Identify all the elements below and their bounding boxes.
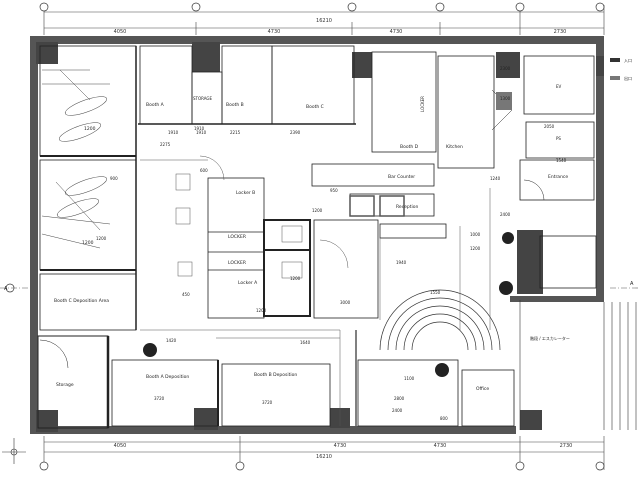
room-entrance: Entrance: [548, 174, 568, 180]
dim-1240: 1240: [490, 176, 501, 181]
interior-lines: [140, 155, 491, 426]
bottom-dim-middle-b: 4730: [434, 443, 447, 449]
legend-2: 出口: [624, 75, 632, 81]
dim-1300: 1300: [500, 96, 511, 101]
dim-1200-f: 1200: [312, 208, 323, 213]
bottom-dim-overall: 16210: [316, 454, 332, 460]
dim-2050: 2050: [544, 124, 555, 129]
right-rooms: [491, 55, 597, 289]
bar-counter: [311, 163, 447, 239]
room-booth-d: Booth D: [400, 144, 419, 150]
dim-1200-b: 1200: [82, 240, 94, 246]
room-reception: Reception: [396, 204, 419, 210]
dim-1940: 1940: [396, 260, 407, 265]
dim-2800: 2800: [394, 396, 405, 401]
dim-1000: 1000: [470, 232, 481, 237]
dim-1200-c: 1200: [290, 276, 301, 281]
top-dim-middle-b: 4730: [390, 29, 403, 35]
axis-a-left-label: A: [4, 286, 8, 292]
dim-2215: 2215: [230, 130, 241, 135]
dim-3720-a: 3720: [154, 396, 165, 401]
legend-1: 入口: [624, 58, 632, 63]
axis-a-right-label: A: [630, 281, 634, 287]
room-locker-m: LOCKER: [228, 260, 246, 266]
dim-1100: 1100: [404, 376, 415, 381]
dim-3720-b: 3720: [262, 400, 273, 405]
booth-furniture: [41, 69, 111, 249]
dim-2400: 2400: [500, 212, 511, 217]
bottom-dim-middle-a: 4730: [334, 443, 347, 449]
dim-1420: 1420: [166, 338, 177, 343]
dim-1640: 1640: [300, 340, 311, 345]
dim-1200-e: 1200: [470, 246, 481, 251]
left-booths: [39, 45, 137, 331]
dim-950: 950: [330, 188, 338, 193]
note-stair: 階段 / エスカレーター: [530, 335, 570, 341]
dim-1910-b: 1910: [196, 130, 207, 135]
dim-1200-a: 1200: [84, 126, 96, 132]
dim-800: 800: [440, 416, 448, 421]
axis-a-right: A: [610, 281, 640, 289]
dim-2400-b: 2400: [392, 408, 403, 413]
room-bar-counter: Bar Counter: [388, 174, 415, 180]
room-booth-b: Booth B: [226, 102, 244, 108]
structural-columns: [36, 42, 604, 432]
locker-block: [207, 177, 379, 319]
north-arrow: [2, 438, 26, 464]
staircase: [519, 300, 637, 430]
room-kitchen: Kitchen: [446, 144, 463, 150]
top-dim-overall: 16210: [316, 18, 332, 24]
legend-swatch-1: [610, 58, 620, 62]
bottom-dim-left: 4050: [114, 443, 127, 449]
round-seating: [379, 289, 501, 351]
dim-1910-a: 1910: [168, 130, 179, 135]
dim-450: 450: [182, 292, 190, 297]
top-dim-left: 4050: [114, 29, 127, 35]
dim-1550: 1550: [430, 290, 441, 295]
room-booth-c-deposition: Booth C Deposition Area: [54, 298, 109, 304]
room-storage-room: Storage: [56, 382, 74, 388]
elevator-box: [496, 92, 512, 110]
dim-2300: 2300: [500, 66, 511, 71]
planters: [143, 232, 514, 377]
upper-booths: [138, 45, 495, 169]
dim-1910-c: 1910: [194, 126, 205, 131]
room-locker-b: Locker B: [236, 190, 255, 196]
note-ev: EV: [556, 84, 562, 89]
legend-swatch-2: [610, 76, 620, 80]
dim-1540: 1540: [556, 158, 567, 163]
dim-3000: 3000: [340, 300, 351, 305]
top-dim-middle-a: 4730: [268, 29, 281, 35]
dim-2390: 2390: [290, 130, 301, 135]
dim-2275: 2275: [160, 142, 171, 147]
room-locker-mid: LOCKER: [228, 234, 246, 240]
bottom-dim-right: 2730: [560, 443, 573, 449]
room-booth-b-deposition: Booth B Deposition: [254, 372, 297, 378]
note-ps: PS: [556, 136, 561, 141]
room-storage: STORAGE: [193, 96, 213, 101]
room-office: Office: [476, 386, 489, 392]
room-booth-a: Booth A: [146, 102, 165, 108]
lower-booths: [111, 359, 515, 427]
room-booth-c: Booth C: [306, 104, 324, 110]
grid-bubbles: [5, 2, 605, 471]
left-lower-room: [37, 335, 110, 429]
outer-walls: [30, 36, 604, 434]
room-locker-a: Locker A: [238, 280, 258, 286]
dim-1200-d: 1200: [96, 236, 107, 241]
dim-900: 900: [110, 176, 118, 181]
dim-1200-g: 1200: [256, 308, 267, 313]
top-dim-right: 2730: [554, 29, 567, 35]
room-booth-a-deposition: Booth A Deposition: [146, 374, 189, 380]
room-locker-upper: LOCKER: [420, 96, 425, 112]
dim-600: 600: [200, 168, 208, 173]
